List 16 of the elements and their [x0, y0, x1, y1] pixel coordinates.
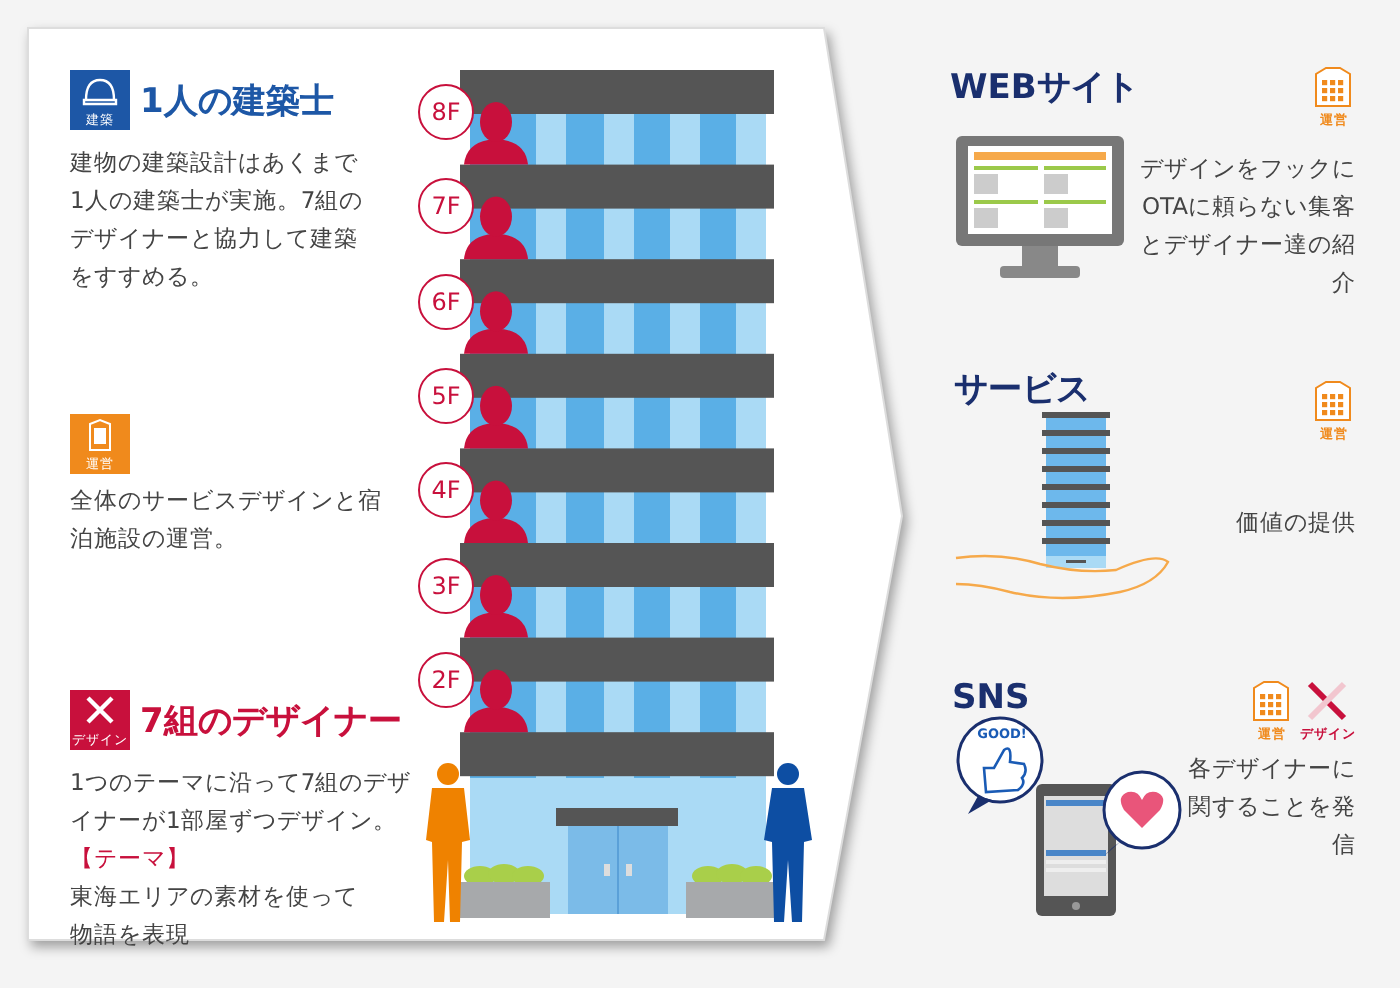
- body-text: 建物の建築設計はあくまで1人の建築士が実施。7組のデザイナーと協力して建築をすすめる。: [70, 146, 366, 294]
- description-text: デザインをフックにOTAに頼らない集客とデザイナー達の紹介: [1138, 152, 1356, 300]
- description-text: 各デザイナーに関することを発信: [1186, 752, 1356, 862]
- category-badge: [70, 414, 130, 474]
- heading: 7組のデザイナー: [140, 700, 402, 744]
- section-heading: サービス: [954, 368, 1090, 412]
- body-text: 全体のサービスデザインと宿泊施設の運営。: [70, 484, 384, 556]
- section-heading: WEBサイト: [950, 66, 1139, 110]
- body-text: 1つのテーマに沿って7組のデザイナーが1部屋ずつデザイン。: [70, 766, 414, 838]
- body-text: 【テーマ】: [70, 842, 190, 876]
- heading: 1人の建築士: [140, 80, 334, 124]
- description-text: 価値の提供: [1234, 506, 1356, 540]
- section-heading: SNS: [952, 676, 1030, 720]
- category-badge: [70, 70, 130, 130]
- body-text: 東海エリアの素材を使って物語を表現: [70, 880, 360, 952]
- category-badge: [70, 690, 130, 750]
